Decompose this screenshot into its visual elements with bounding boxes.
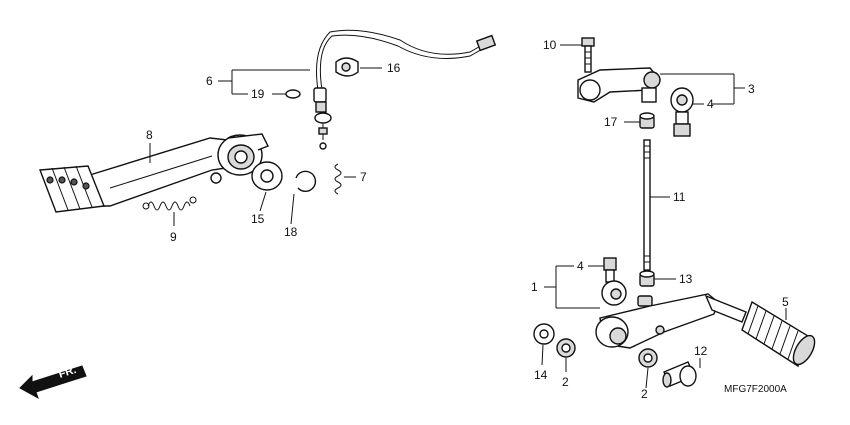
bushing-2-left — [556, 338, 576, 358]
clip-19 — [285, 89, 301, 99]
nut-17 — [639, 112, 655, 129]
callout-14: 14 — [534, 368, 548, 382]
callout-labels: 8 9 15 18 6 19 16 7 10 3 4 17 11 13 1 4 … — [146, 38, 789, 401]
bolt-10 — [581, 37, 595, 73]
diagram-code: MFG7F2000A — [724, 384, 787, 395]
callout-3: 3 — [748, 82, 755, 96]
callout-7: 7 — [360, 170, 367, 184]
callout-11: 11 — [673, 190, 686, 204]
callout-6: 6 — [206, 74, 213, 88]
switch-cable-6 — [313, 29, 497, 150]
rod-end-4-upper — [670, 87, 694, 137]
callout-12: 12 — [694, 344, 708, 358]
bolt-12 — [662, 361, 697, 388]
clamp-16 — [335, 57, 359, 77]
pedal-footpeg-rubber — [39, 165, 105, 213]
rod-end-4-lower — [601, 257, 627, 306]
washer-15 — [251, 161, 283, 191]
callout-2-right: 2 — [641, 387, 648, 401]
callout-1: 1 — [531, 280, 538, 294]
callout-13: 13 — [679, 272, 693, 286]
callout-18: 18 — [284, 225, 298, 239]
callout-17: 17 — [604, 115, 618, 129]
callout-15: 15 — [251, 212, 265, 226]
lower-pedal-arm-1 — [595, 293, 747, 349]
nut-13 — [639, 270, 655, 287]
spring-9 — [142, 196, 197, 211]
callout-8: 8 — [146, 128, 153, 142]
front-direction-arrow: FR. — [19, 364, 87, 400]
callout-4-lower: 4 — [577, 259, 584, 273]
callout-2-left: 2 — [562, 375, 569, 389]
tie-rod-11 — [643, 139, 651, 271]
callout-10: 10 — [543, 38, 557, 52]
callout-16: 16 — [387, 61, 401, 75]
callout-4-upper: 4 — [707, 97, 714, 111]
callout-9: 9 — [170, 230, 177, 244]
callout-19: 19 — [251, 87, 265, 101]
pedal-8 — [39, 133, 269, 213]
rubber-5 — [741, 300, 816, 368]
circlip-18 — [295, 170, 317, 192]
washer-14 — [533, 323, 555, 345]
direction-label: FR. — [57, 364, 78, 381]
leader-lines — [149, 44, 787, 389]
upper-arm-3 — [577, 67, 661, 103]
nut-lower-arm — [637, 295, 653, 307]
callout-5: 5 — [782, 295, 789, 309]
bushing-2-right — [638, 348, 658, 368]
spring-7 — [334, 163, 342, 195]
